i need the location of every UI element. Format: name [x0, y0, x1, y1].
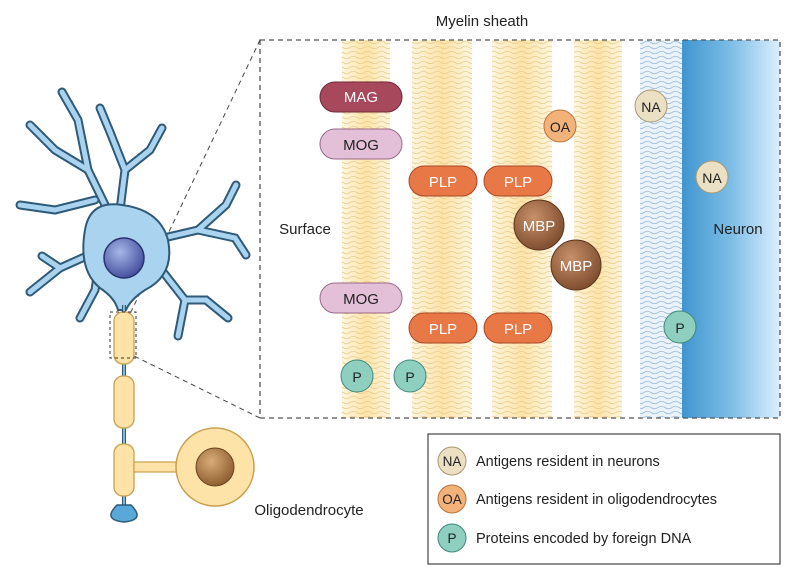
legend-na-text: Antigens resident in neurons: [476, 454, 660, 470]
p-label: P: [352, 369, 361, 385]
myelin-sheath-title: Myelin sheath: [436, 13, 529, 30]
legend-item-p: P Proteins encoded by foreign DNA: [437, 523, 692, 553]
mbp-protein: MBP: [550, 239, 602, 291]
legend-item-na: NA Antigens resident in neurons: [437, 446, 660, 476]
legend-oa-symbol: OA: [442, 492, 462, 507]
na-label: NA: [702, 170, 722, 186]
plp-label: PLP: [429, 174, 457, 191]
p-protein: P: [663, 310, 697, 344]
zoom-line-bottom: [133, 355, 261, 419]
plp-protein: PLP: [483, 312, 553, 344]
myelin-segment: [113, 443, 135, 497]
legend-p-symbol: P: [447, 531, 456, 546]
p-label: P: [675, 320, 684, 336]
oligodendrocyte-nucleus: [195, 447, 235, 487]
myelin-segment: [113, 375, 135, 429]
mbp-label: MBP: [523, 218, 556, 235]
oligodendrocyte-label: Oligodendrocyte: [254, 502, 363, 519]
mbp-label: MBP: [560, 258, 593, 275]
plp-protein: PLP: [408, 312, 478, 344]
neuron-cell-illustration: [15, 87, 251, 523]
mag-protein: MAG: [319, 81, 403, 113]
surface-label: Surface: [279, 221, 331, 238]
mog-protein-top: MOG: [319, 128, 403, 160]
na-antigen: NA: [634, 89, 668, 123]
legend: NA Antigens resident in neurons OA Antig…: [427, 433, 781, 565]
p-label: P: [405, 369, 414, 385]
mbp-protein: MBP: [513, 199, 565, 251]
plp-label: PLP: [504, 174, 532, 191]
oa-label: OA: [550, 119, 571, 135]
plp-label: PLP: [429, 321, 457, 338]
na-label: NA: [641, 99, 661, 115]
myelin-segment: [113, 311, 135, 365]
legend-oa-text: Antigens resident in oligodendrocytes: [476, 492, 717, 508]
mog-protein-bottom: MOG: [319, 282, 403, 314]
p-protein: P: [340, 359, 374, 393]
na-antigen: NA: [695, 160, 729, 194]
mag-label: MAG: [344, 89, 378, 106]
legend-p-swatch: [437, 523, 467, 553]
legend-na-swatch: [437, 446, 467, 476]
legend-na-symbol: NA: [443, 454, 462, 469]
neuron-label: Neuron: [713, 221, 762, 238]
plp-protein: PLP: [408, 165, 478, 197]
mog-label: MOG: [343, 291, 379, 308]
legend-p-text: Proteins encoded by foreign DNA: [476, 531, 692, 547]
neuron-cytoplasm: [682, 40, 780, 418]
legend-oa-swatch: [437, 484, 467, 514]
legend-box: [427, 433, 781, 565]
zoom-region: [109, 311, 137, 359]
p-protein: P: [393, 359, 427, 393]
plp-protein: PLP: [483, 165, 553, 197]
zoom-frame: [259, 39, 781, 419]
mog-label: MOG: [343, 137, 379, 154]
oligodendrocyte-cell: Oligodendrocyte: [133, 427, 364, 519]
plp-label: PLP: [504, 321, 532, 338]
axon-terminal: [110, 504, 138, 523]
oa-antigen: OA: [543, 109, 577, 143]
legend-item-oa: OA Antigens resident in oligodendrocytes: [437, 484, 717, 514]
neuron-nucleus: [103, 237, 145, 279]
oligodendrocyte-process: [133, 461, 183, 473]
